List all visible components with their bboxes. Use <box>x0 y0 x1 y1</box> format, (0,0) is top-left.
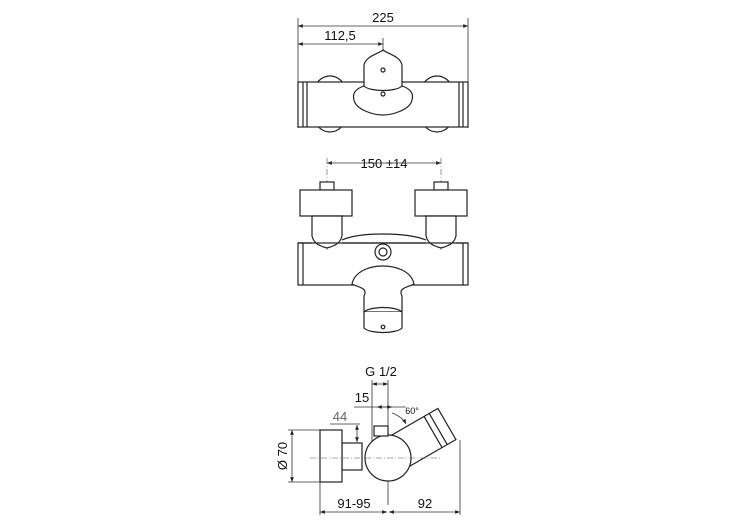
side-view: G 1/2 15 44 60° Ø 70 91-95 92 <box>275 364 461 515</box>
dim-label-112-5: 112,5 <box>324 28 356 43</box>
diameter-label: Ø 70 <box>275 442 290 470</box>
dim-label-44: 44 <box>333 409 347 424</box>
thread-label: G 1/2 <box>365 364 397 379</box>
dim-label-225: 225 <box>372 10 394 25</box>
dim-label-15: 15 <box>355 390 369 405</box>
front-view: 150 ±14 <box>297 156 469 334</box>
angle-label: 60° <box>405 406 419 416</box>
dim-label-92: 92 <box>418 496 432 511</box>
top-view: 225 112,5 <box>297 10 469 133</box>
dim-label-150: 150 ±14 <box>361 156 408 171</box>
dim-label-91-95: 91-95 <box>337 496 370 511</box>
